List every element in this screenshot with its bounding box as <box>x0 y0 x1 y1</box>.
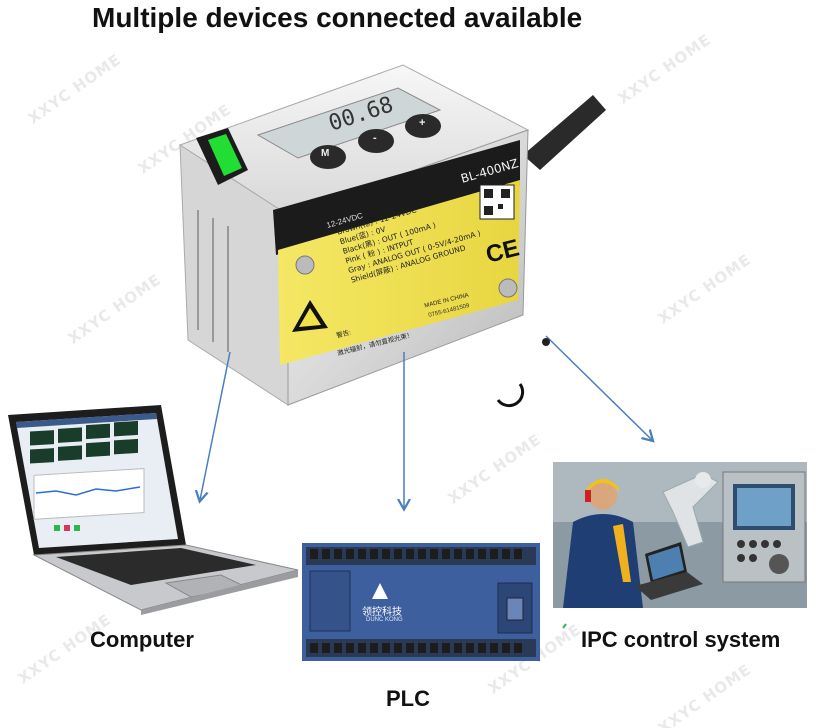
ipc-control-image <box>553 462 807 608</box>
plc-label: PLC <box>386 686 430 711</box>
plc-image: 领控科技 DUNC KONG <box>302 543 540 661</box>
watermark-text: XXYC HOME <box>614 30 715 108</box>
minus-button-label: - <box>373 132 377 144</box>
ipc-label: IPC control system <box>581 627 781 652</box>
plus-button-label: + <box>419 117 426 129</box>
watermark-text: XXYC HOME <box>24 50 125 128</box>
computer-label: Computer <box>90 627 194 652</box>
plc-illustration <box>302 543 540 661</box>
page-title: Multiple devices connected available <box>92 2 583 33</box>
laptop-illustration <box>8 405 299 615</box>
watermark-text: XXYC HOME <box>64 270 165 348</box>
sensor-illustration <box>178 64 606 406</box>
watermark-text: XXYC HOME <box>654 250 755 328</box>
watermark-text: XXYC HOME <box>654 660 755 728</box>
watermark-text: XXYC HOME <box>444 430 545 508</box>
mode-button-label: M <box>321 148 330 159</box>
laser-sensor-device: 00.68 M - + BL-400NZ 12-24VDC Brown(棕) :… <box>168 60 608 410</box>
plc-brand-name: 领控科技 <box>362 607 402 618</box>
ipc-illustration <box>553 462 807 608</box>
plc-brand-sub: DUNC KONG <box>366 617 403 623</box>
computer-laptop-image <box>6 405 306 615</box>
